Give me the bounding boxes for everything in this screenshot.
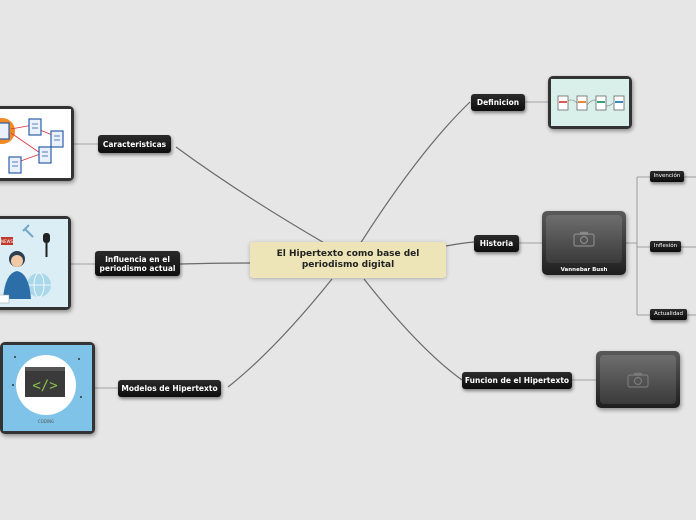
image-placeholder: [600, 355, 676, 404]
historia-image-card[interactable]: Vannebar Bush: [542, 211, 626, 275]
camera-placeholder-icon: [627, 372, 649, 388]
central-topic-text: El Hipertexto como base del periodismo d…: [277, 249, 420, 272]
funcion-image-card[interactable]: [596, 351, 680, 408]
branch-definicion[interactable]: Definicion: [471, 94, 525, 111]
document-icon: [29, 119, 41, 135]
document-icon: [39, 147, 51, 163]
branch-caracteristicas[interactable]: Caracteristicas: [98, 135, 171, 153]
modelos-image[interactable]: </> CODING: [0, 342, 95, 434]
document-icon: [9, 157, 21, 173]
branch-modelos[interactable]: Modelos de Hipertexto: [118, 380, 221, 397]
document-network-illustration: [0, 109, 71, 178]
svg-text:CODING: CODING: [38, 419, 54, 424]
central-topic[interactable]: El Hipertexto como base del periodismo d…: [250, 242, 446, 278]
document-icon: [51, 131, 63, 147]
influencia-image[interactable]: NEWS: [0, 216, 71, 310]
journalist-illustration: NEWS: [0, 219, 68, 307]
branch-influencia[interactable]: Influencia en el periodismo actual: [95, 251, 180, 276]
microphone-icon: [43, 233, 50, 243]
linked-documents-illustration: [551, 79, 629, 126]
subtopic-inflesion[interactable]: Inflesión: [650, 241, 681, 252]
image-placeholder: [546, 215, 622, 263]
code-illustration: </> CODING: [3, 345, 92, 431]
subtopic-invencion[interactable]: Invención: [650, 171, 684, 182]
camera-placeholder-icon: [573, 231, 595, 247]
image-caption: Vannebar Bush: [542, 267, 626, 273]
svg-text:</>: </>: [32, 378, 57, 394]
subtopic-actualidad[interactable]: Actualidad: [650, 309, 687, 320]
document-icon: [0, 123, 9, 139]
caracteristicas-image[interactable]: [0, 106, 74, 181]
definicion-image[interactable]: [548, 76, 632, 129]
svg-text:NEWS: NEWS: [1, 239, 13, 244]
branch-historia[interactable]: Historia: [474, 235, 519, 252]
branch-funcion[interactable]: Funcion de el Hipertexto: [462, 372, 572, 389]
